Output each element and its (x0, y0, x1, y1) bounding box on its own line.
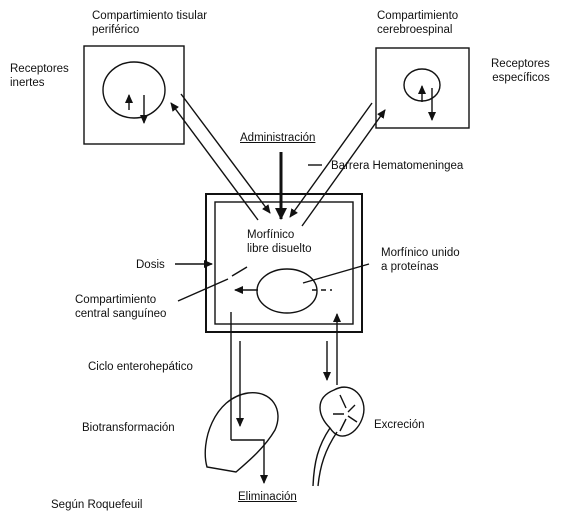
protein-bound-circle (257, 269, 317, 313)
barrier-label: Barrera Hematomeningea (331, 159, 463, 173)
biotransformation-label: Biotransformación (82, 421, 175, 435)
liver-shape (205, 393, 278, 472)
bound-label-leader (303, 264, 369, 283)
peripheral-compartment-label: Compartimiento tisular periférico (92, 9, 207, 37)
kidney-calyces (333, 395, 357, 431)
peripheral-compartment-box (84, 46, 184, 144)
inert-receptors-label: Receptores inertes (10, 62, 69, 90)
peripheral-to-central-arrow (181, 94, 270, 213)
specific-receptors-label: Receptores específicos (491, 57, 550, 85)
central-compartment-outer (206, 194, 362, 332)
bound-morphine-label: Morfínico unido a proteínas (381, 246, 460, 274)
central-compartment-label: Compartimiento central sanguíneo (75, 293, 166, 321)
kidney-shape (320, 387, 364, 436)
source-credit: Según Roquefeuil (51, 498, 142, 512)
excretion-label: Excreción (374, 418, 425, 432)
ureter-outer (313, 428, 330, 486)
cerebrospinal-compartment-label: Compartimiento cerebroespinal (377, 9, 458, 37)
ureter-inner (318, 432, 337, 486)
central-compartment-inner (215, 202, 353, 324)
free-morphine-label: Morfínico libre disuelto (247, 228, 312, 256)
administration-label: Administración (240, 131, 315, 145)
inert-receptors-circle (103, 62, 165, 118)
central-tick-mark (232, 267, 247, 276)
enterohepatic-label: Ciclo enterohepático (88, 360, 193, 374)
elimination-label: Eliminación (238, 490, 297, 504)
central-label-leader (178, 279, 228, 301)
dose-label: Dosis (136, 258, 165, 272)
